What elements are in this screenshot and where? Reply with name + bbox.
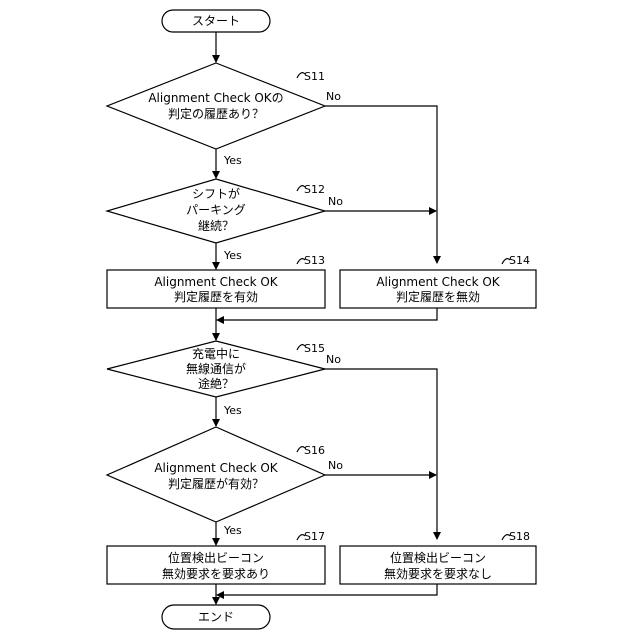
s16-line1: Alignment Check OK [154,461,278,475]
s16-no-label: No [328,459,343,472]
s11-line2: 判定の履歴あり？ [168,106,264,121]
s11-yes-label: Yes [223,154,242,167]
s13-line1: Alignment Check OK [154,275,278,289]
decision-s15: 充電中に 無線通信が 途絶？ S15 [107,341,325,397]
s12-yes-label: Yes [223,249,242,262]
s18-step-label: S18 [509,530,530,543]
s12-step-label: S12 [304,183,325,196]
s12-line1: シフトが [192,186,240,201]
process-s14: Alignment Check OK 判定履歴を無効 S14 [340,254,536,308]
end-label: エンド [198,610,234,624]
flow-s15-no [325,369,437,539]
s14-line2: 判定履歴を無効 [396,289,480,304]
s11-no-label: No [326,90,341,103]
s11-step-label: S11 [304,70,325,83]
s15-line1: 充電中に [192,346,240,361]
s14-line1: Alignment Check OK [376,275,500,289]
process-s18: 位置検出ビーコン 無効要求を要求なし S18 [340,530,536,584]
start-terminator: スタート [162,10,270,32]
end-terminator: エンド [162,605,270,629]
s17-line1: 位置検出ビーコン [168,550,264,565]
flow-s11-no [325,106,437,263]
s16-yes-label: Yes [223,524,242,537]
s15-line3: 途絶？ [198,376,234,391]
start-label: スタート [192,14,240,28]
flow-s18-merge [217,584,437,595]
s15-step-label: S15 [304,342,325,355]
s12-line3: 継続？ [198,218,234,233]
s17-line2: 無効要求を要求あり [162,566,270,581]
s18-line1: 位置検出ビーコン [390,550,486,565]
s13-line2: 判定履歴を有効 [174,289,258,304]
s15-no-label: No [326,353,341,366]
decision-s16: Alignment Check OK 判定履歴が有効？ S16 [107,427,325,522]
s12-no-label: No [328,195,343,208]
s13-step-label: S13 [304,254,325,267]
s17-step-label: S17 [304,530,325,543]
s15-line2: 無線通信が [186,361,246,376]
s18-line2: 無効要求を要求なし [384,566,492,581]
s12-line2: パーキング [186,203,246,217]
s15-yes-label: Yes [223,404,242,417]
s16-line2: 判定履歴が有効？ [168,476,264,491]
decision-s11: Alignment Check OKの 判定の履歴あり？ S11 [107,63,325,149]
decision-s12: シフトが パーキング 継続？ S12 [107,179,325,243]
s16-step-label: S16 [304,444,325,457]
s14-step-label: S14 [509,254,530,267]
s11-line1: Alignment Check OKの [148,91,283,105]
flow-s14-merge [217,308,437,320]
